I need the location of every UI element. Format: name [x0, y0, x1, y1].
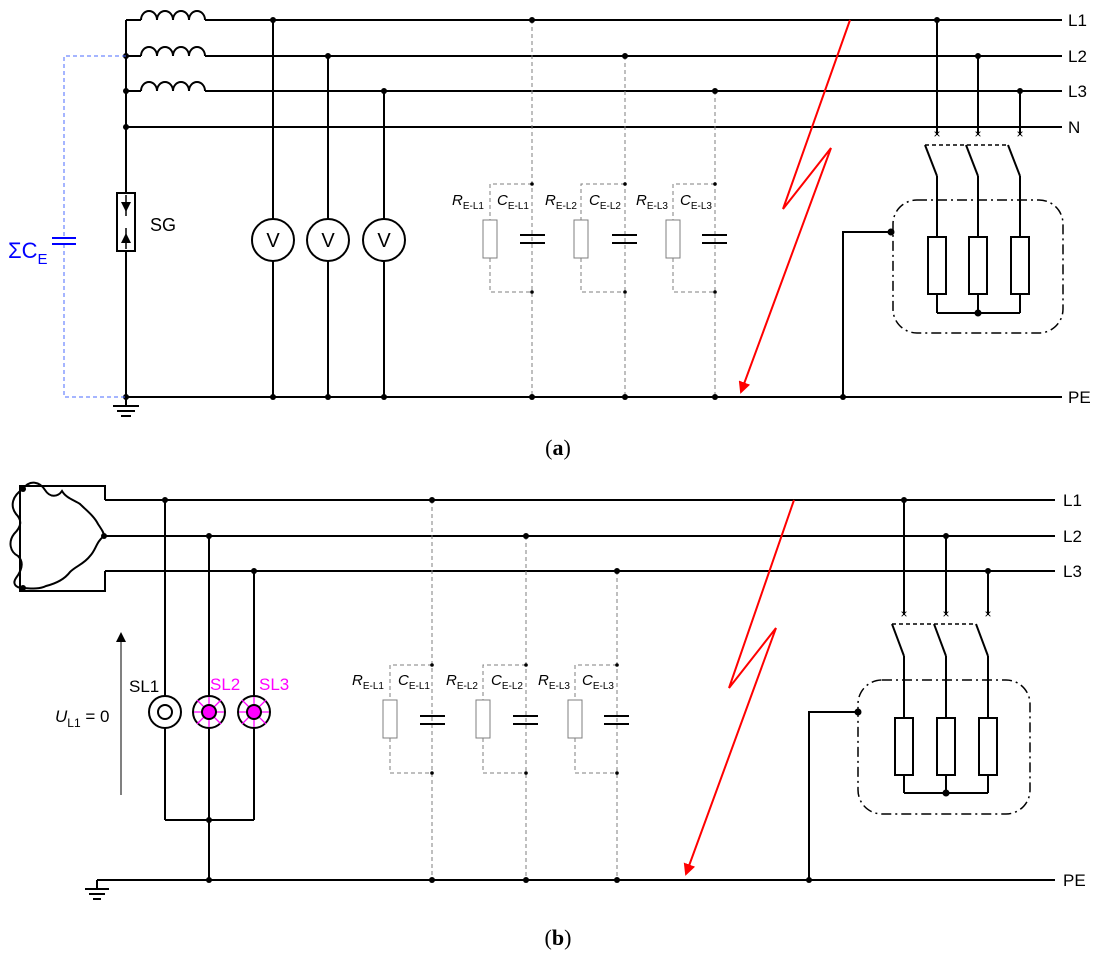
- label-l3: L3: [1068, 82, 1087, 101]
- label-l1: L1: [1063, 491, 1082, 510]
- voltmeter-icon: [251, 218, 295, 262]
- ground-icon: [113, 397, 139, 417]
- panel-a-rc-labels: RE-L1 CE-L1 RE-L2 CE-L2 RE-L3 CE-L3: [452, 192, 712, 212]
- svg-text:RE-L2: RE-L2: [545, 192, 577, 212]
- sum-capacitance: ΣCE: [8, 55, 126, 398]
- lamp-sl3-icon: [237, 695, 271, 729]
- svg-text:×: ×: [1016, 127, 1023, 141]
- inductor-l1-icon: [140, 10, 206, 21]
- svg-text:×: ×: [900, 607, 907, 621]
- sg-label: SG: [150, 215, 176, 235]
- ground-icon: [85, 879, 110, 900]
- label-l1: L1: [1068, 11, 1087, 30]
- svg-text:×: ×: [942, 607, 949, 621]
- voltage-label: UL1 = 0: [55, 707, 109, 730]
- lamp-sl3-label: SL3: [259, 675, 289, 694]
- svg-text:×: ×: [984, 607, 991, 621]
- sum-c-symbol: ΣC: [8, 238, 38, 263]
- svg-text:×: ×: [933, 127, 940, 141]
- svg-text:ΣCE: ΣCE: [8, 238, 48, 268]
- svg-text:RE-L3: RE-L3: [636, 192, 668, 212]
- leakage-resistors: [482, 219, 681, 259]
- load-enclosure: [892, 199, 1064, 334]
- resistor-icon: [482, 219, 498, 259]
- svg-text:RE-L3: RE-L3: [538, 672, 570, 692]
- svg-text:CE-L3: CE-L3: [680, 192, 712, 212]
- svg-text:RE-L1: RE-L1: [452, 192, 484, 212]
- sum-c-subscript: E: [38, 251, 48, 268]
- panel-b-bus-labels: L1 L2 L3 PE: [1063, 491, 1086, 890]
- svg-text:CE-L1: CE-L1: [497, 192, 529, 212]
- resistor-icon: [382, 699, 398, 739]
- panel-a-bus-labels: L1 L2 L3 N PE: [1068, 11, 1091, 407]
- svg-text:CE-L3: CE-L3: [582, 672, 614, 692]
- panel-b: L1 L2 L3 PE: [9, 481, 1086, 950]
- voltmeter-1: V: [251, 218, 295, 262]
- inductor-l2-icon: [140, 46, 206, 57]
- panel-a-buses: [126, 19, 1062, 398]
- lamp-sl1-icon: [148, 695, 182, 729]
- load-switch-a: [842, 20, 1030, 397]
- voltmeter-wires: [272, 20, 385, 397]
- fault-arrow-icon: [683, 499, 795, 876]
- panel-b-buses: [97, 499, 1055, 881]
- leakage-resistors: [382, 699, 583, 739]
- voltmeter-label: V: [266, 230, 280, 252]
- caption-b: (b): [545, 925, 572, 950]
- resistor-icon: [665, 219, 681, 259]
- resistor-icon: [573, 219, 589, 259]
- leakage-capacitors: [520, 234, 727, 244]
- lamp-wires: [164, 500, 255, 880]
- svg-text:CE-L2: CE-L2: [491, 672, 523, 692]
- voltmeter-icon: [362, 218, 406, 262]
- voltmeter-label: V: [321, 230, 335, 252]
- rc-leakage-dashed: [389, 500, 618, 880]
- delta-generator-icon: [9, 481, 106, 592]
- svg-text:×: ×: [974, 127, 981, 141]
- load-enclosure: [857, 679, 1031, 815]
- label-n: N: [1068, 118, 1080, 137]
- lamp-sl1-label: SL1: [129, 677, 159, 696]
- svg-text:RE-L2: RE-L2: [446, 672, 478, 692]
- label-pe: PE: [1063, 871, 1086, 890]
- load-switch-b: [808, 500, 998, 880]
- resistor-icon: [567, 699, 583, 739]
- svg-text:CE-L2: CE-L2: [589, 192, 621, 212]
- star-point-dots: [123, 53, 129, 400]
- panel-a: L1 L2 L3 N PE SG: [8, 10, 1091, 460]
- inductor-l3-icon: [140, 81, 206, 92]
- voltmeter-2: V: [306, 218, 350, 262]
- label-l3: L3: [1063, 562, 1082, 581]
- label-l2: L2: [1068, 47, 1087, 66]
- voltmeter-3: V: [362, 218, 406, 262]
- rc-leakage-dashed: [489, 20, 716, 397]
- fault-arrow-icon: [738, 19, 851, 394]
- caption-a: (a): [545, 435, 571, 460]
- generator-windings: [125, 10, 206, 397]
- panel-b-rc-labels: RE-L1 CE-L1 RE-L2 CE-L2 RE-L3 CE-L3: [352, 672, 614, 692]
- svg-text:RE-L1: RE-L1: [352, 672, 384, 692]
- lamp-sl2-icon: [192, 695, 226, 729]
- resistor-icon: [475, 699, 491, 739]
- surge-arrester-icon: [116, 192, 136, 252]
- label-pe: PE: [1068, 388, 1091, 407]
- svg-text:CE-L1: CE-L1: [398, 672, 430, 692]
- label-l2: L2: [1063, 527, 1082, 546]
- voltmeter-label: V: [377, 230, 391, 252]
- voltmeter-icon: [306, 218, 350, 262]
- leakage-capacitors: [420, 715, 629, 725]
- lamp-sl2-label: SL2: [210, 675, 240, 694]
